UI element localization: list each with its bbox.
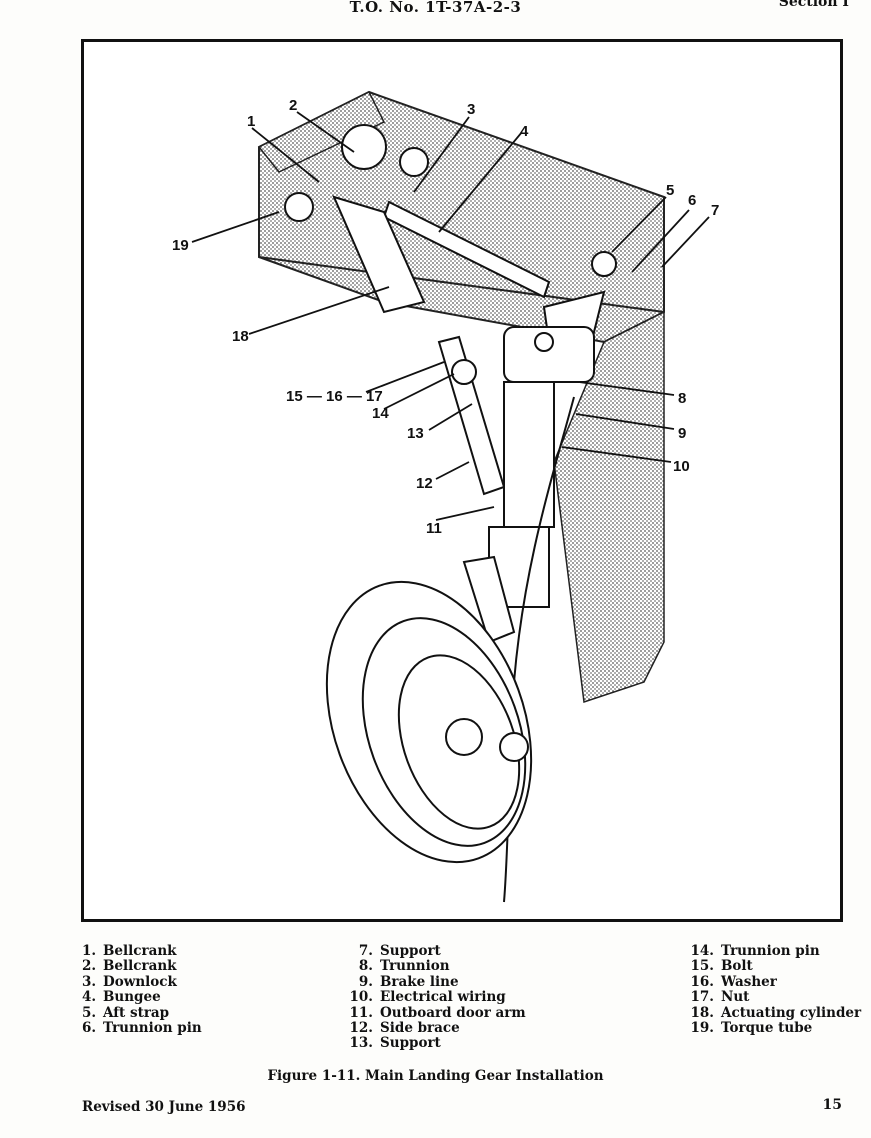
legend-column-3: 14.Trunnion pin 15.Bolt 16.Washer 17.Nut… [688, 943, 862, 1037]
figure-frame: 1 2 3 4 5 6 7 8 9 10 11 12 13 14 15 — 16… [81, 39, 843, 922]
callout-12: 12 [416, 475, 433, 492]
legend-item: 11.Outboard door arm [349, 1004, 526, 1021]
section-label: Section I [778, 0, 849, 10]
document-number: T.O. No. 1T-37A-2-3 [349, 0, 522, 16]
legend-item: 12.Side brace [349, 1020, 460, 1037]
callout-4: 4 [520, 123, 529, 140]
landing-gear-illustration: 1 2 3 4 5 6 7 8 9 10 11 12 13 14 15 — 16… [172, 90, 719, 903]
legend-item: 5.Aft strap [82, 1004, 170, 1021]
callout-18: 18 [232, 328, 249, 345]
legend-item: 18.Actuating cylinder [690, 1004, 862, 1021]
callout-6: 6 [688, 192, 696, 209]
callout-8: 8 [678, 390, 686, 407]
legend-item: 10.Electrical wiring [349, 989, 506, 1006]
legend-item: 17.Nut [690, 989, 750, 1006]
page-number: 15 [822, 1097, 842, 1113]
wheel-tire [325, 580, 533, 864]
callout-9: 9 [678, 425, 686, 442]
callout-labels: 1 2 3 4 5 6 7 8 9 10 11 12 13 14 15 — 16… [172, 97, 719, 537]
legend-item: 3.Downlock [82, 973, 177, 990]
revision-date: Revised 30 June 1956 [82, 1099, 246, 1115]
figure-caption: Figure 1-11. Main Landing Gear Installat… [267, 1068, 604, 1084]
callout-10: 10 [673, 458, 690, 475]
callout-2: 2 [289, 97, 297, 114]
callout-leaders [191, 111, 710, 521]
legend-item: 7.Support [358, 943, 441, 959]
legend-item: 9.Brake line [358, 973, 459, 990]
callout-14: 14 [372, 405, 389, 422]
legend-column-2: 7.Support 8.Trunnion 9.Brake line 10.Ele… [349, 943, 526, 1052]
callout-11: 11 [426, 520, 442, 537]
callout-1: 1 [247, 113, 255, 130]
legend-item: 2.Bellcrank [82, 958, 177, 975]
legend-item: 14.Trunnion pin [690, 943, 820, 959]
callout-5: 5 [666, 182, 674, 199]
legend-column-1: 1.Bellcrank 2.Bellcrank 3.Downlock 4.Bun… [82, 943, 202, 1037]
legend-item: 1.Bellcrank [82, 943, 177, 959]
legend-item: 6.Trunnion pin [82, 1020, 202, 1037]
legend-item: 8.Trunnion [358, 958, 450, 975]
legend-item: 19.Torque tube [690, 1020, 813, 1037]
callout-3: 3 [467, 101, 475, 118]
legend-item: 15.Bolt [690, 958, 753, 975]
callout-15-16-17: 15 — 16 — 17 [286, 388, 383, 405]
callout-7: 7 [711, 202, 719, 219]
legend-item: 13.Support [349, 1035, 441, 1052]
linkage-members [284, 124, 617, 903]
legend-item: 16.Washer [690, 973, 777, 990]
callout-13: 13 [407, 425, 424, 442]
legend-item: 4.Bungee [82, 989, 161, 1006]
callout-19: 19 [172, 237, 189, 254]
